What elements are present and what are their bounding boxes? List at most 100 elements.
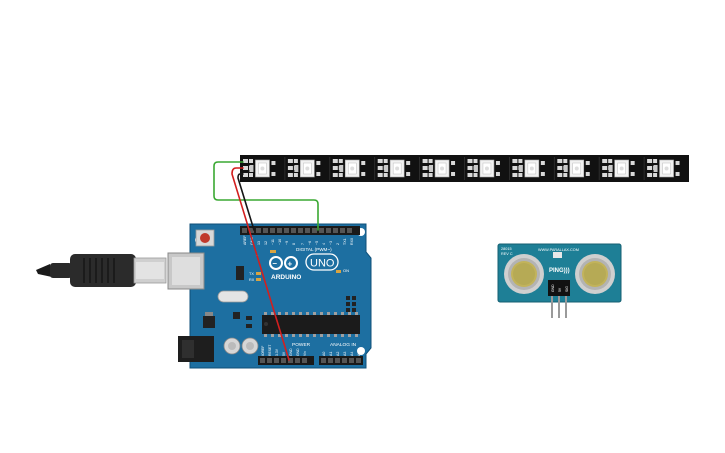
solder-pad [608, 173, 613, 177]
led-die [664, 166, 669, 171]
rx-label: RX [249, 278, 255, 282]
uno-badge [305, 253, 339, 271]
arduino-uno-board[interactable]: – + ARDUINO UNO DIGITAL (PWM~) ON TX RX … [167, 223, 372, 369]
solder-pad [630, 172, 635, 176]
on-label: ON [343, 268, 349, 273]
solder-pad [467, 166, 473, 170]
solder-pad [451, 172, 456, 176]
analog-pin-label: A3 [343, 352, 347, 356]
solder-pad [406, 172, 411, 176]
power-jack-inner [182, 340, 194, 358]
led-die [305, 166, 310, 171]
digital-pin-label: ~3 [329, 241, 333, 245]
solder-pad [512, 159, 518, 163]
led-die [484, 166, 489, 171]
solder-pad [249, 159, 253, 163]
power-header-holes[interactable] [260, 358, 307, 363]
tx-led [256, 272, 261, 275]
capacitor-top [246, 342, 254, 350]
wire-red-5v[interactable] [231, 167, 290, 361]
arduino-logo: – + [269, 256, 298, 270]
solder-pad [653, 159, 658, 163]
solder-pad [293, 159, 298, 163]
power-pin-label: IOREF [261, 346, 265, 356]
digital-pin-label: 7 [301, 243, 305, 245]
smd-component [246, 316, 252, 320]
smd-resistor [339, 165, 344, 172]
solder-pad [473, 173, 478, 177]
solder-pad [422, 173, 428, 177]
solder-pad [316, 172, 321, 176]
analog-header-holes[interactable] [321, 358, 361, 363]
power-pin-label: Vin [303, 351, 307, 356]
solder-pad [293, 173, 298, 177]
solder-pad [608, 159, 613, 163]
power-pin-label: 3.3V [275, 348, 279, 356]
solder-pad [540, 172, 545, 176]
usb-cable[interactable] [36, 254, 167, 287]
digital-pin-label: 2 [336, 243, 340, 245]
solder-pad [518, 173, 523, 177]
solder-pad [316, 161, 321, 165]
led-die [574, 166, 579, 171]
led-die [260, 166, 265, 171]
ping-sensor[interactable]: WWW.PARALLAX.COM 28015 REV C PING))) GND… [497, 243, 622, 318]
digital-pin-label: TX1 [343, 238, 347, 245]
digital-header-holes[interactable] [242, 228, 352, 233]
solder-pad [557, 173, 563, 177]
usb-plug-metal-inner [136, 262, 164, 279]
wire-green-data[interactable] [213, 161, 319, 231]
sensor-brand: PING))) [549, 268, 570, 274]
solder-pad [332, 173, 338, 177]
sensor-header [548, 280, 570, 296]
smd-resistor [653, 165, 658, 172]
power-pin-labels: IOREF RESET 3.3V 5V GND GND Vin [261, 345, 307, 356]
rx-led [256, 278, 261, 281]
led-die [395, 166, 400, 171]
solder-pad [512, 166, 518, 170]
analog-header [319, 356, 363, 365]
solder-pad [563, 173, 568, 177]
solder-pad [361, 161, 366, 165]
sensor-url: WWW.PARALLAX.COM [538, 248, 579, 252]
solder-pad [675, 161, 680, 165]
power-led [336, 270, 341, 273]
sensor-part-number: 28015 [501, 247, 512, 251]
solder-pad [647, 159, 653, 163]
power-label: POWER [292, 342, 311, 348]
solder-pad [467, 173, 473, 177]
smd-resistor [249, 165, 254, 172]
logo-plus: + [288, 260, 293, 269]
reset-button-cap [200, 233, 210, 243]
wire-black-gnd[interactable] [237, 173, 255, 231]
sensor-pin-label: SIG [565, 286, 569, 292]
icsp-header [346, 296, 356, 312]
atmega-chip [262, 315, 360, 334]
solder-pad [287, 159, 293, 163]
atmega-chip-pins [264, 312, 358, 337]
wires[interactable] [213, 161, 319, 361]
sensor-crystal [553, 252, 562, 258]
solder-pad [602, 173, 608, 177]
sensor-pins[interactable] [551, 296, 567, 318]
solder-pad [647, 166, 653, 170]
led-strip[interactable] [240, 155, 689, 182]
solder-pad [473, 159, 478, 163]
digital-pin-label: 4 [322, 243, 326, 245]
solder-pad [383, 173, 388, 177]
solder-pad [563, 159, 568, 163]
sensor-rev: REV C [501, 252, 513, 256]
solder-pad [377, 166, 383, 170]
solder-pad [243, 166, 248, 170]
digital-pin-label: ~11 [271, 239, 275, 245]
analog-pin-label: A0 [322, 352, 326, 356]
led-die [529, 166, 534, 171]
digital-pin-label: ~9 [285, 241, 289, 245]
usb-b-port-inner [172, 257, 200, 285]
led-die [619, 166, 624, 171]
solder-pad [428, 159, 433, 163]
power-pin-label: GND [296, 348, 300, 356]
analog-label: ANALOG IN [330, 342, 357, 348]
solder-pad [243, 159, 248, 163]
solder-pad [338, 173, 343, 177]
